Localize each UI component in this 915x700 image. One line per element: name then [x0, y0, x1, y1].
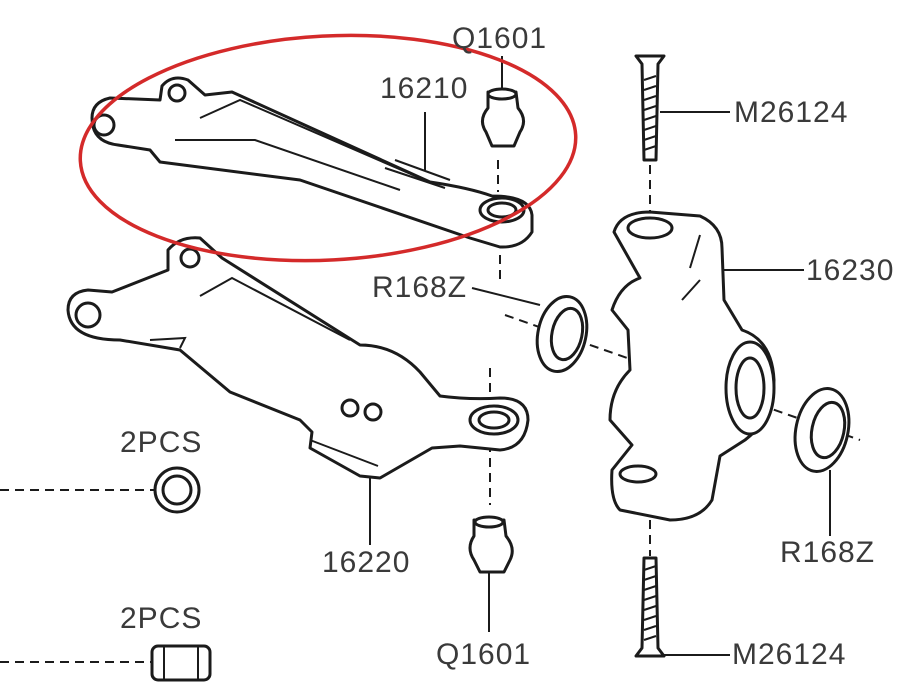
top-screw-m26124: [634, 54, 730, 162]
lower-ball-stud-q1601: [468, 515, 514, 632]
label-q1601-top: Q1601: [452, 22, 548, 55]
label-r168z-right: R168Z: [780, 536, 876, 569]
bearing-left-r168z: [471, 287, 589, 374]
washer-2pcs: [153, 466, 201, 514]
label-m26124-top: M26124: [734, 96, 849, 129]
bearing-right-r168z: [793, 387, 851, 536]
label-q1601-bottom: Q1601: [436, 638, 532, 671]
lower-arm-16220: [66, 236, 530, 545]
label-16230: 16230: [806, 254, 895, 287]
upper-arm-16210: [90, 76, 534, 249]
label-2pcs-upper: 2PCS: [120, 426, 203, 459]
label-m26124-bottom: M26124: [732, 638, 847, 671]
label-r168z-left: R168Z: [372, 271, 468, 304]
highlight-ellipse: [78, 33, 578, 263]
label-2pcs-lower: 2PCS: [120, 602, 203, 635]
steering-knuckle-16230: [608, 210, 804, 522]
bottom-screw-m26124: [634, 556, 730, 658]
label-16210: 16210: [380, 72, 469, 105]
bushing-2pcs: [150, 644, 212, 682]
label-16220: 16220: [322, 546, 411, 579]
upper-ball-stud-q1601: [481, 87, 525, 148]
